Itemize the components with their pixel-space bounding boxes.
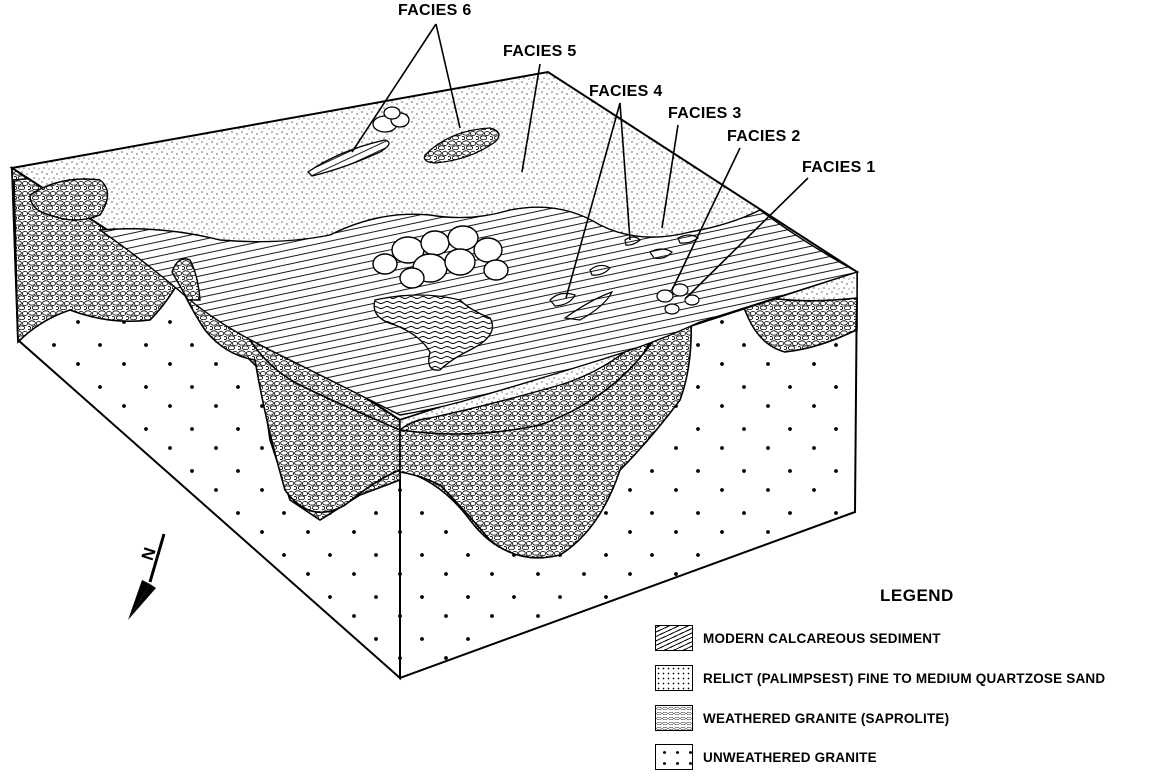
legend-item-relict-sand: RELICT (PALIMPSEST) FINE TO MEDIUM QUART… [655, 663, 1105, 693]
legend-label: UNWEATHERED GRANITE [703, 749, 877, 765]
label-facies-2: FACIES 2 [727, 128, 801, 145]
legend-item-unweathered: UNWEATHERED GRANITE [655, 742, 877, 772]
legend-label: RELICT (PALIMPSEST) FINE TO MEDIUM QUART… [703, 670, 1106, 686]
legend-label: WEATHERED GRANITE (SAPROLITE) [703, 710, 950, 726]
legend-item-saprolite: WEATHERED GRANITE (SAPROLITE) [655, 703, 949, 733]
label-facies-4: FACIES 4 [589, 83, 663, 100]
swatch-dots [655, 744, 693, 770]
north-arrow-icon [128, 533, 166, 620]
label-facies-3: FACIES 3 [668, 105, 742, 122]
facies6-elongate-patch [306, 139, 390, 177]
label-facies-1: FACIES 1 [802, 159, 876, 176]
leader-lines [351, 23, 809, 299]
facies6-boulders [372, 106, 410, 133]
boulder-cluster [372, 225, 509, 289]
label-facies-6: FACIES 6 [398, 2, 472, 19]
left-knoll [171, 258, 201, 301]
swatch-cobbles [655, 705, 693, 731]
saprolite-front-lower [399, 298, 693, 559]
calcareous-sediment [98, 206, 859, 416]
label-facies-5: FACIES 5 [503, 43, 577, 60]
legend-title: LEGEND [880, 586, 954, 605]
facies1-boulders [656, 283, 700, 315]
swatch-stipple [655, 665, 693, 691]
facies6-patch [423, 127, 500, 164]
rippled-sand-lobe [373, 294, 494, 371]
legend-item-calcareous: MODERN CALCAREOUS SEDIMENT [655, 623, 941, 653]
swatch-hatch [655, 625, 693, 651]
left-outcrop [29, 178, 109, 221]
legend-label: MODERN CALCAREOUS SEDIMENT [703, 630, 941, 646]
